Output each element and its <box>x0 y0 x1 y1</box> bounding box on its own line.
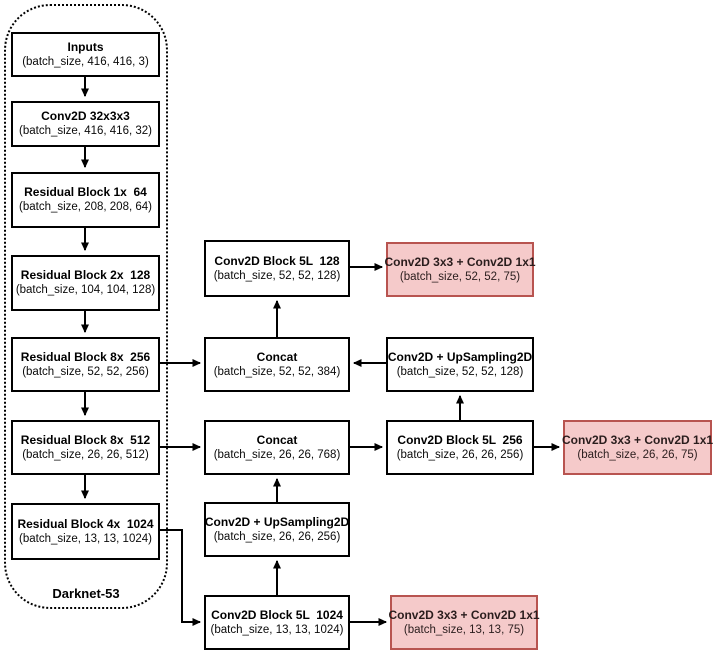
node-conv5l-1024: Conv2D Block 5L 1024 (batch_size, 13, 13… <box>204 595 350 650</box>
node-title: Concat <box>256 432 298 447</box>
node-shape: (batch_size, 52, 52, 128) <box>396 365 524 378</box>
node-title: Residual Block 2x 128 <box>20 268 151 282</box>
node-residual-8x-512: Residual Block 8x 512 (batch_size, 26, 2… <box>11 420 160 475</box>
node-detection-head-26: Conv2D 3x3 + Conv2D 1x1 (batch_size, 26,… <box>561 420 714 475</box>
node-title: Conv2D 3x3 + Conv2D 1x1 <box>388 607 540 622</box>
node-title: Conv2D + UpSampling2D <box>387 349 533 364</box>
darknet53-container <box>4 4 168 609</box>
node-shape: (batch_size, 26, 26, 512) <box>22 448 149 461</box>
node-upsample-26: Conv2D + UpSampling2D (batch_size, 26, 2… <box>204 502 350 557</box>
node-title: Inputs <box>67 39 104 54</box>
node-shape: (batch_size, 26, 26, 256) <box>396 448 524 461</box>
node-conv5l-128: Conv2D Block 5L 128 (batch_size, 52, 52,… <box>204 240 350 297</box>
node-residual-4x-1024: Residual Block 4x 1024 (batch_size, 13, … <box>11 503 160 560</box>
node-shape: (batch_size, 26, 26, 768) <box>213 448 341 461</box>
node-title: Conv2D 3x3 + Conv2D 1x1 <box>384 254 536 269</box>
node-shape: (batch_size, 52, 52, 256) <box>22 365 149 378</box>
node-title: Conv2D + UpSampling2D <box>204 514 350 529</box>
node-residual-1x-64: Residual Block 1x 64 (batch_size, 208, 2… <box>11 172 160 228</box>
node-shape: (batch_size, 13, 13, 75) <box>403 623 525 636</box>
node-shape: (batch_size, 52, 52, 384) <box>213 365 341 378</box>
node-upsample-52: Conv2D + UpSampling2D (batch_size, 52, 5… <box>386 337 534 392</box>
node-shape: (batch_size, 208, 208, 64) <box>19 201 152 213</box>
node-title: Residual Block 4x 1024 <box>17 516 154 531</box>
node-shape: (batch_size, 13, 13, 1024) <box>210 623 344 636</box>
node-detection-head-52: Conv2D 3x3 + Conv2D 1x1 (batch_size, 52,… <box>384 242 536 297</box>
node-shape: (batch_size, 26, 26, 75) <box>577 448 698 461</box>
node-conv5l-256: Conv2D Block 5L 256 (batch_size, 26, 26,… <box>386 420 534 475</box>
node-conv2d-32: Conv2D 32x3x3 (batch_size, 416, 416, 32) <box>11 101 160 147</box>
node-concat-52: Concat (batch_size, 52, 52, 384) <box>204 337 350 392</box>
node-title: Residual Block 1x 64 <box>24 185 147 199</box>
node-shape: (batch_size, 52, 52, 128) <box>213 269 341 282</box>
node-shape: (batch_size, 416, 416, 3) <box>22 55 149 68</box>
node-title: Residual Block 8x 512 <box>20 432 151 447</box>
node-shape: (batch_size, 13, 13, 1024) <box>19 532 152 545</box>
darknet53-label: Darknet-53 <box>52 586 120 601</box>
node-title: Conv2D 32x3x3 <box>41 109 130 123</box>
node-shape: (batch_size, 416, 416, 32) <box>19 125 152 137</box>
node-residual-8x-256: Residual Block 8x 256 (batch_size, 52, 5… <box>11 337 160 392</box>
node-inputs: Inputs (batch_size, 416, 416, 3) <box>11 32 160 77</box>
node-residual-2x-128: Residual Block 2x 128 (batch_size, 104, … <box>11 255 160 311</box>
node-shape: (batch_size, 52, 52, 75) <box>399 270 521 283</box>
node-concat-26: Concat (batch_size, 26, 26, 768) <box>204 420 350 475</box>
node-title: Residual Block 8x 256 <box>20 349 151 364</box>
node-title: Conv2D Block 5L 128 <box>214 253 340 268</box>
node-shape: (batch_size, 26, 26, 256) <box>213 530 341 543</box>
node-title: Conv2D Block 5L 256 <box>397 432 523 447</box>
node-title: Conv2D 3x3 + Conv2D 1x1 <box>561 432 714 447</box>
node-title: Conv2D Block 5L 1024 <box>211 607 343 622</box>
node-title: Concat <box>256 349 298 364</box>
node-shape: (batch_size, 104, 104, 128) <box>15 284 156 296</box>
node-detection-head-13: Conv2D 3x3 + Conv2D 1x1 (batch_size, 13,… <box>388 595 540 650</box>
